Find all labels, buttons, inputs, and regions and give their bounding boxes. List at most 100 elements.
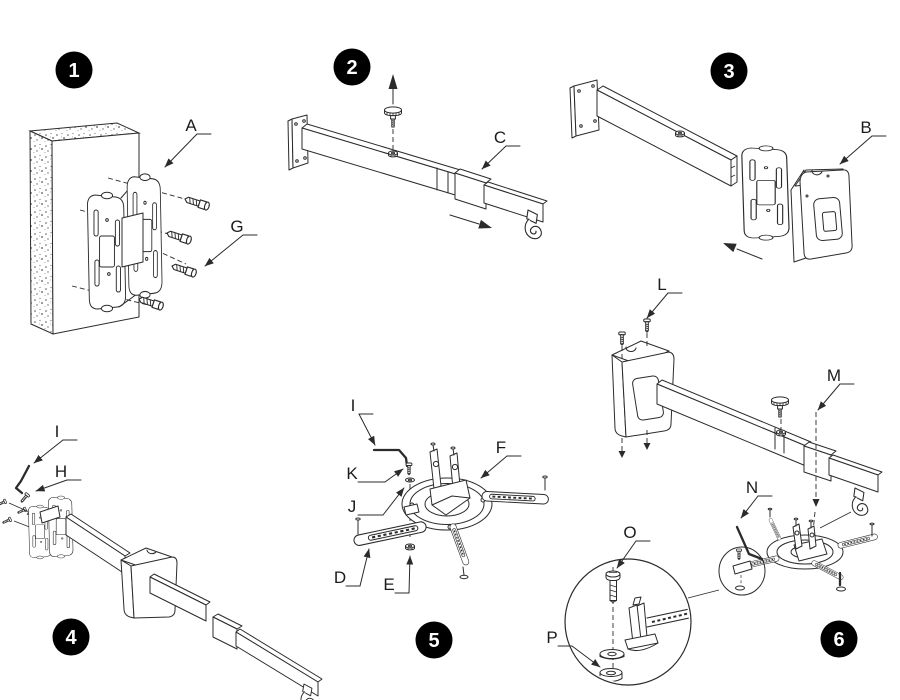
callout-i5: I — [351, 396, 376, 446]
step-6-number: 6 — [833, 629, 844, 651]
step-3: 3 B — [569, 52, 887, 263]
callout-g: G — [204, 217, 258, 267]
callout-f: F — [480, 438, 522, 479]
step-5-number: 5 — [428, 630, 439, 652]
step-1-badge: 1 — [55, 51, 93, 89]
washer-icon — [599, 649, 625, 660]
part-label-p: P — [546, 628, 557, 647]
nut-icon — [776, 429, 786, 437]
small-screw-icon — [0, 498, 8, 508]
loose-arm-d — [351, 517, 429, 548]
wall-plate-a — [86, 173, 163, 313]
thumbscrew-icon — [384, 106, 402, 128]
step-5-badge: 5 — [415, 621, 453, 659]
hanger-plate — [741, 145, 790, 241]
detail-source-circle — [718, 546, 766, 596]
extension-arm — [212, 613, 323, 700]
nut-icon — [388, 150, 398, 158]
callout-i4: I — [33, 422, 78, 464]
callout-j: J — [348, 487, 405, 516]
allen-key-i — [14, 464, 31, 505]
wall-arm — [287, 114, 548, 241]
step-2-number: 2 — [346, 57, 357, 79]
mount-beam — [569, 79, 738, 187]
part-label-i: I — [55, 422, 60, 441]
callout-b: B — [839, 118, 887, 165]
part-label-l: L — [657, 275, 666, 294]
locking-thumbscrew — [384, 74, 402, 158]
arm-end-detail — [624, 596, 689, 651]
step-1-number: 1 — [68, 60, 79, 82]
part-label-h: H — [55, 462, 67, 481]
part-label-g: G — [230, 217, 243, 236]
slide-arrow-icon — [478, 219, 492, 229]
part-label-m: M — [827, 366, 841, 385]
lag-screw-icon — [165, 228, 193, 246]
part-label-b: B — [860, 118, 871, 137]
spider-head — [740, 507, 879, 592]
step-4: 4 — [0, 422, 323, 700]
foot-screw-icon — [736, 548, 742, 560]
step-3-number: 3 — [723, 61, 734, 83]
part-label-d: D — [334, 568, 346, 587]
cover-box — [611, 340, 675, 438]
thumbscrew-icon — [771, 396, 789, 418]
screw-o-icon — [605, 570, 621, 603]
drop-hook-icon — [850, 487, 872, 517]
small-screw-icon — [16, 506, 28, 516]
part-label-k: K — [346, 464, 358, 483]
part-label-o: O — [623, 523, 636, 542]
screw-k-icon — [405, 462, 413, 476]
callout-e: E — [383, 555, 414, 594]
spider-arm — [768, 517, 782, 542]
lag-screw-icon — [137, 294, 165, 312]
step-2-badge: 2 — [333, 48, 371, 86]
callout-k: K — [346, 464, 404, 483]
step-3-badge: 3 — [710, 52, 748, 90]
part-label-e: E — [383, 575, 394, 594]
magnifier-detail — [564, 558, 692, 686]
arm-assembly — [28, 495, 211, 622]
callout-n: N — [740, 478, 773, 519]
screw-l-icon — [618, 331, 626, 346]
nut-icon — [675, 130, 685, 138]
grub-screw-icon — [18, 491, 31, 505]
part-label-a: A — [185, 116, 197, 135]
slide-arrow-icon — [723, 243, 737, 253]
rear-plate — [86, 191, 127, 313]
callout-m: M — [817, 366, 855, 411]
part-label-f: F — [496, 438, 506, 457]
extend-arrow — [449, 214, 492, 229]
callout-o: O — [616, 523, 651, 569]
assemble-arrow — [723, 243, 763, 260]
cover-box-b — [790, 168, 853, 263]
washer-j-icon — [405, 477, 415, 483]
up-arrow-icon — [388, 74, 398, 89]
step-2: 2 C — [287, 48, 548, 241]
lag-screw-icon — [170, 261, 198, 279]
step-6-badge: 6 — [820, 620, 858, 658]
callout-h: H — [35, 462, 82, 492]
box-screws-l — [618, 318, 651, 458]
spider-arm — [351, 519, 429, 548]
step-6: 6 — [546, 275, 883, 686]
part-label-j: J — [348, 497, 357, 516]
step-4-number: 4 — [65, 627, 77, 649]
part-label-i: I — [351, 396, 356, 415]
allen-key-n — [735, 525, 764, 561]
screw-l-icon — [643, 318, 651, 333]
spider-head-f — [401, 442, 550, 580]
nut-e-icon — [405, 543, 415, 551]
callout-p: P — [546, 628, 601, 668]
allen-key-i5 — [372, 448, 409, 468]
detail-link-line — [687, 589, 720, 599]
callout-c: C — [481, 128, 521, 170]
step-5: 5 — [334, 396, 550, 659]
lag-screw-icon — [183, 194, 211, 212]
part-label-c: C — [494, 128, 506, 147]
arm-thumbscrew — [771, 396, 789, 437]
callout-d: D — [334, 548, 371, 587]
callout-l: L — [646, 275, 683, 319]
